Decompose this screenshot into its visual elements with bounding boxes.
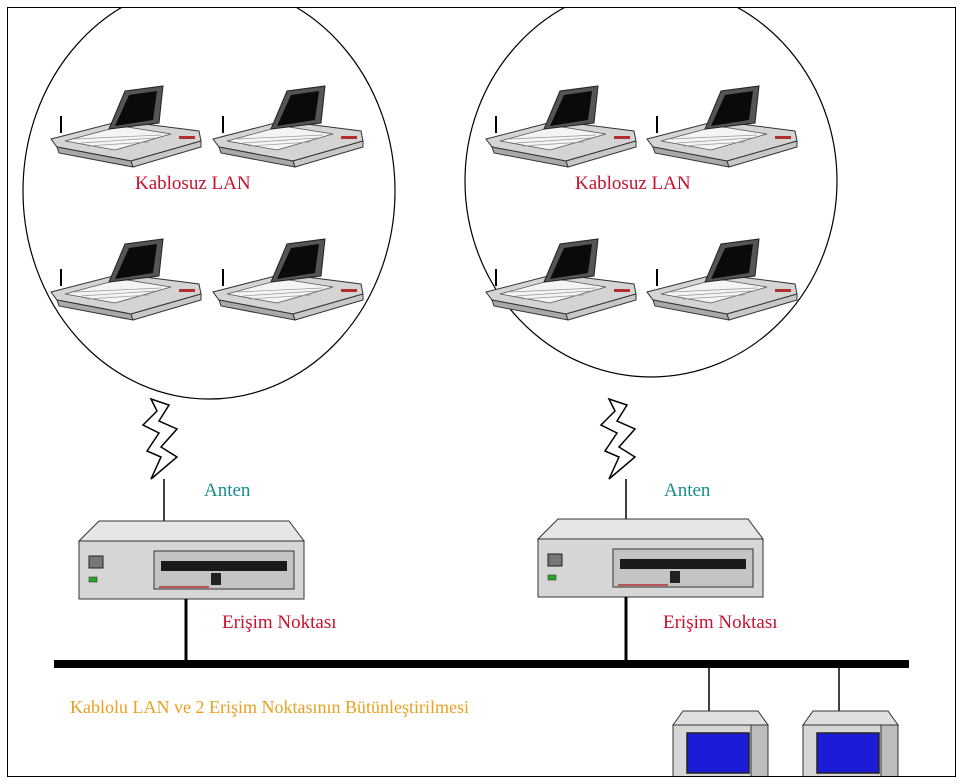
- laptop-icon: [646, 238, 798, 321]
- wireless-signal-icon: [599, 397, 637, 480]
- laptop-icon: [50, 85, 202, 168]
- laptop-icon: [50, 238, 202, 321]
- diagram-frame: Kablosuz LAN Kablosuz LAN Anten Anten Er…: [7, 7, 956, 777]
- laptop-icon: [485, 85, 637, 168]
- antenna-label: Anten: [204, 480, 251, 501]
- laptop-icon: [212, 85, 364, 168]
- lan-backbone: [54, 660, 909, 668]
- access-point-label: Erişim Noktası: [663, 612, 778, 633]
- access-point-icon: [537, 518, 764, 598]
- desktop-computer-icon: [672, 710, 769, 776]
- diagram-caption: Kablolu LAN ve 2 Erişim Noktasının Bütün…: [70, 697, 469, 717]
- network-diagram: [22, 8, 909, 776]
- laptop-icon: [646, 85, 798, 168]
- wireless-lan-label: Kablosuz LAN: [135, 173, 251, 194]
- desktop-computer-icon: [802, 710, 899, 776]
- laptop-icon: [212, 238, 364, 321]
- antenna-label: Anten: [664, 480, 711, 501]
- wireless-signal-icon: [141, 397, 179, 480]
- access-point-label: Erişim Noktası: [222, 612, 337, 633]
- laptop-icon: [485, 238, 637, 321]
- wireless-lan-label: Kablosuz LAN: [575, 173, 691, 194]
- access-point-icon: [78, 520, 305, 600]
